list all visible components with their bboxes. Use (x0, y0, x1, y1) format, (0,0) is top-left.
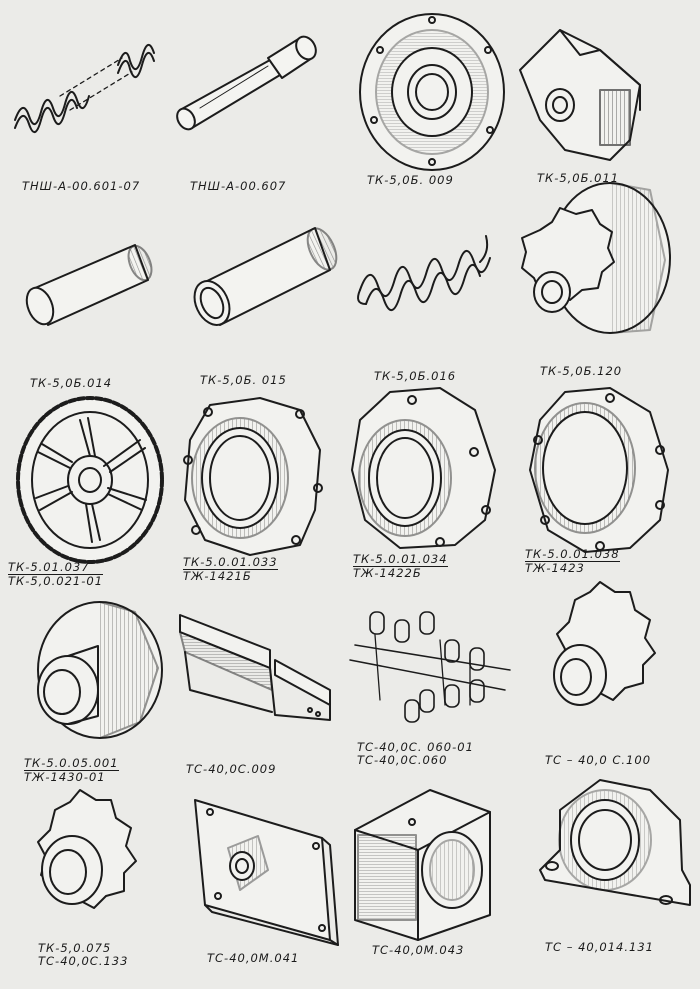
housing-flange-icon (183, 397, 323, 556)
cam-bracket-icon (519, 29, 641, 161)
spoked-sprocket-icon (16, 396, 164, 564)
part-label: ТС-40,0С.009 (186, 762, 277, 776)
part-label: ТС-40,0М.041 (207, 951, 300, 965)
part-label: ТС – 40,0 С.100 (545, 753, 652, 767)
solid-pin-icon (25, 244, 153, 326)
bushing-icon (193, 227, 338, 326)
part-label: ТНШ-А-00.601-07 (22, 179, 141, 193)
part-label: ТК-5,0Б.014 (30, 376, 113, 390)
roller-chain-icon (349, 611, 511, 723)
double-spring-icon (14, 44, 155, 133)
sprocket-hub-icon (553, 581, 656, 706)
part-label: ТС-40,0М.043 (372, 943, 465, 957)
housing-flange-icon (351, 387, 496, 549)
part-label: ТС – 40,014.131 (545, 940, 654, 954)
pulley-hub-icon (37, 601, 163, 739)
mounting-plate-icon (194, 799, 339, 946)
coil-spring-icon (357, 235, 491, 311)
part-label: ТК-5,0Б. 009 (367, 173, 454, 187)
part-label: ТК-5,0Б.016 (374, 369, 457, 383)
ring-flange-icon (529, 387, 669, 553)
bearing-flange-icon (359, 13, 505, 171)
angle-bar-icon (179, 614, 331, 721)
pillow-block-icon (539, 779, 691, 906)
sprocket-hub-icon (37, 789, 137, 909)
part-label: ТК-5,0Б.120 (540, 364, 623, 378)
part-label: ТК-5,0Б. 015 (200, 373, 287, 387)
stepped-pin-icon (176, 35, 317, 131)
drum-sprocket-icon (521, 182, 671, 334)
part-label: ТНШ-А-00.607 (190, 179, 287, 193)
part-label: ТК-5,0Б.011 (537, 171, 620, 185)
bearing-block-icon (354, 789, 491, 941)
